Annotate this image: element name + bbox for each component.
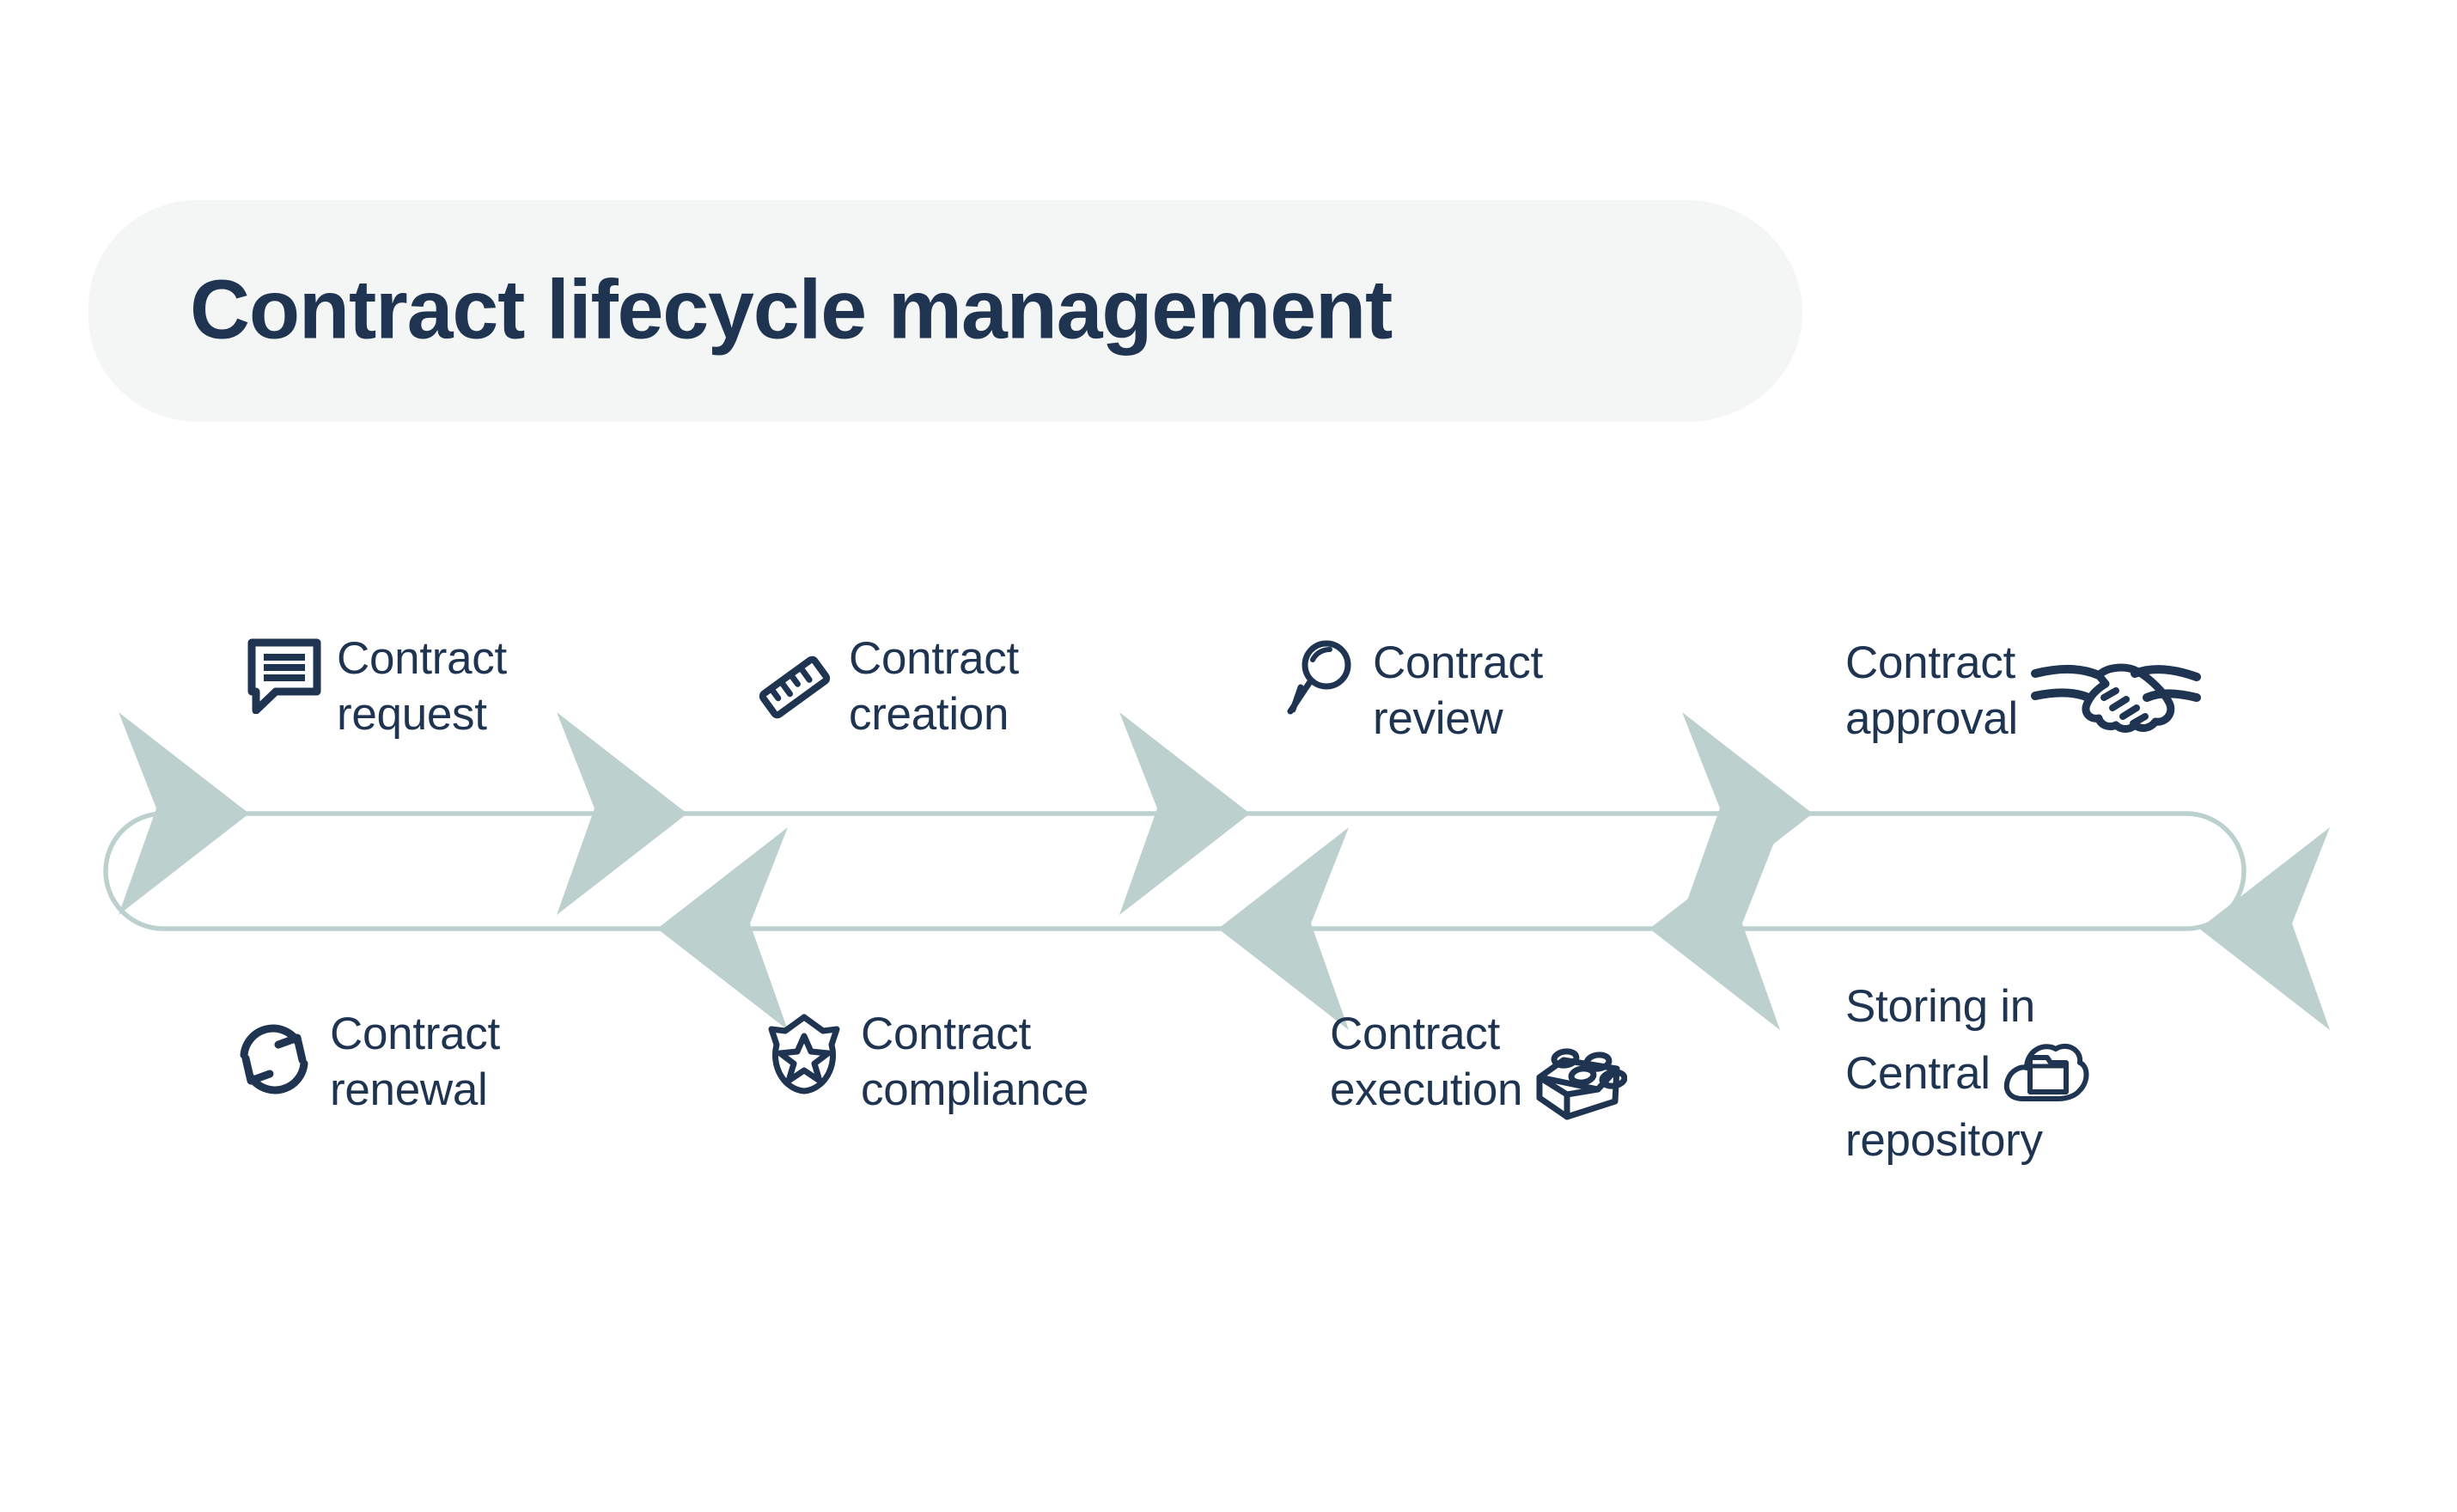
- arrowhead-forward-3: [1119, 712, 1250, 915]
- step-contract-renewal[interactable]: Contract renewal: [234, 1007, 500, 1118]
- step-label: Contract execution: [1330, 1009, 1523, 1115]
- step-label-line-1: Storing in: [1845, 981, 2035, 1032]
- step-label-line-3: repository: [1845, 1114, 2043, 1166]
- step-contract-request[interactable]: Contract request: [247, 631, 507, 742]
- cloud-folder-icon: [2001, 1037, 2090, 1113]
- arrowhead-forward-2: [557, 712, 687, 915]
- arrowhead-return-2: [1649, 827, 1780, 1030]
- refresh-cycle-icon: [234, 1021, 314, 1104]
- arrowhead-return-1: [2199, 827, 2330, 1030]
- step-contract-compliance[interactable]: Contract compliance: [763, 1007, 1088, 1118]
- step-contract-review[interactable]: Contract review: [1282, 636, 1543, 747]
- step-contract-approval[interactable]: Contract approval: [1845, 636, 2202, 747]
- page-title: Contract lifecycle management: [190, 262, 1393, 357]
- step-label: Contract review: [1373, 637, 1543, 744]
- forward-arrowheads: [119, 712, 1813, 915]
- step-contract-creation[interactable]: Contract creation: [756, 631, 1019, 742]
- shield-star-icon: [763, 1012, 845, 1100]
- magnifier-icon: [1282, 639, 1357, 722]
- step-storing-central-repository[interactable]: Storing in Central repository: [1845, 979, 2090, 1168]
- ruler-icon: [756, 650, 833, 729]
- message-lines-icon: [247, 638, 321, 718]
- arrowhead-forward-1: [119, 712, 249, 915]
- title-pill-background: [88, 200, 1802, 422]
- step-contract-execution[interactable]: Contract execution: [1330, 1007, 1628, 1130]
- track-outline: [103, 811, 2247, 931]
- arrowhead-forward-4: [1682, 712, 1813, 915]
- step-label-line-2-row: Central: [1845, 1035, 2090, 1113]
- arrowhead-return-3: [1218, 827, 1349, 1030]
- step-label: Contract request: [337, 633, 507, 740]
- title-banner: Contract lifecycle management: [88, 200, 1802, 422]
- step-label-line-2: Central: [1845, 1047, 1991, 1099]
- step-label: Contract compliance: [861, 1009, 1089, 1115]
- step-label: Contract creation: [849, 633, 1019, 740]
- step-label: Contract approval: [1845, 637, 2018, 744]
- handshake-icon: [2030, 655, 2202, 741]
- step-label: Contract renewal: [330, 1009, 500, 1115]
- brick-box-icon: [1534, 1048, 1628, 1130]
- arrowhead-return-4: [657, 827, 788, 1030]
